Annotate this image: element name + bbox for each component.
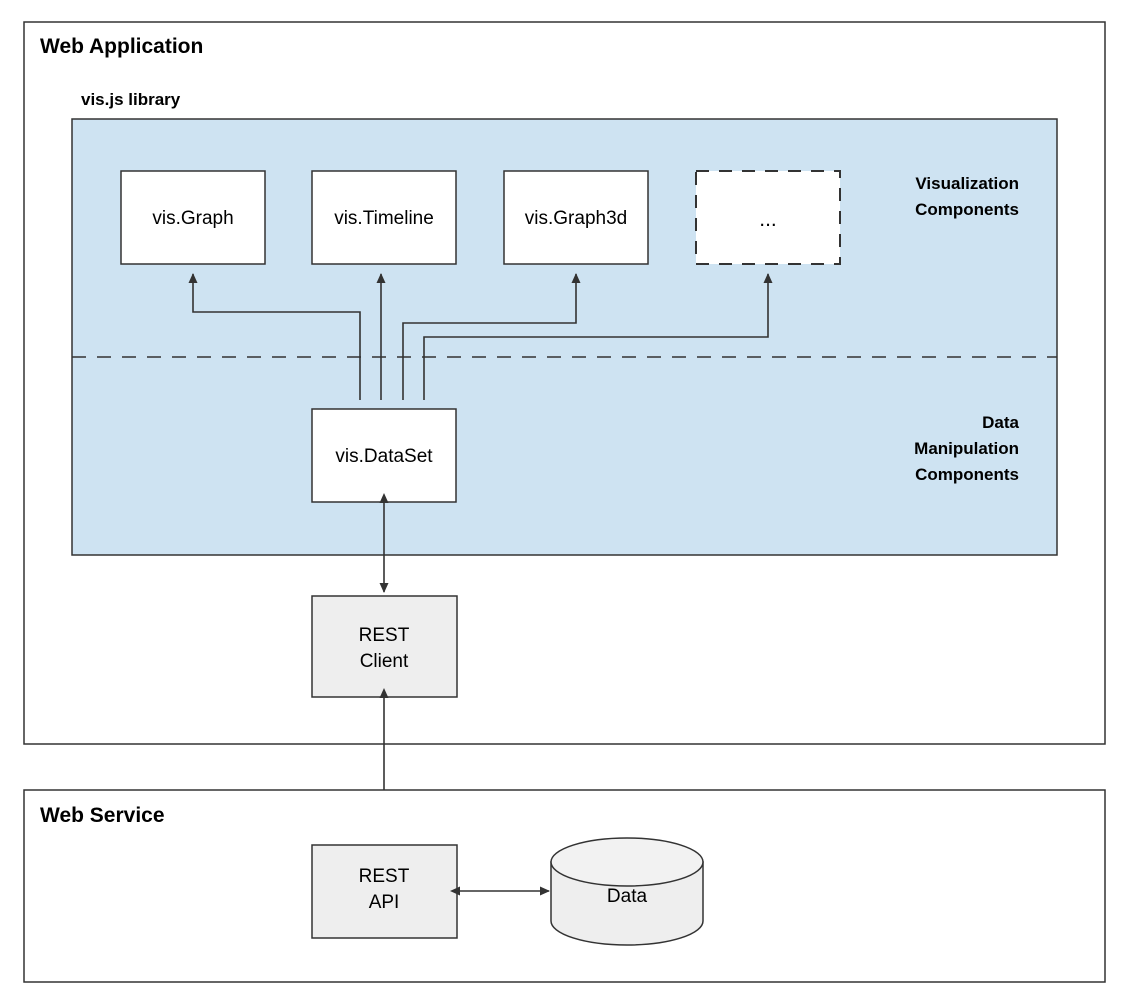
component-vis-graph3d[interactable]: vis.Graph3d xyxy=(503,170,649,265)
component-vis-dataset[interactable]: vis.DataSet xyxy=(311,408,457,503)
component-rest-client-label-line1: REST xyxy=(359,625,410,646)
component-data-store[interactable]: Data xyxy=(550,837,704,946)
component-vis-timeline[interactable]: vis.Timeline xyxy=(311,170,457,265)
component-vis-graph3d-box[interactable] xyxy=(503,170,649,265)
data-manipulation-label-line3: Components xyxy=(915,465,1019,484)
web-application-title: Web Application xyxy=(40,35,203,58)
web-service-title: Web Service xyxy=(40,804,165,827)
component-rest-api-label-line1: REST xyxy=(359,866,410,887)
component-rest-client[interactable]: REST Client xyxy=(311,595,458,698)
data-manipulation-label-line2: Manipulation xyxy=(914,439,1019,458)
component-more-components-box[interactable] xyxy=(695,170,841,265)
connector-dataset-to-more-components xyxy=(423,273,773,400)
component-vis-graph-label: vis.Graph xyxy=(152,208,233,229)
visualization-components-label-line1: Visualization xyxy=(915,174,1019,193)
component-vis-timeline-box[interactable] xyxy=(311,170,457,265)
component-more-components-label: ... xyxy=(759,208,777,231)
connector-dataset-to-vis-graph xyxy=(188,273,361,400)
component-rest-api-label-line2: API xyxy=(369,892,400,913)
visualization-components-label-line2: Components xyxy=(915,200,1019,219)
component-vis-graph3d-label: vis.Graph3d xyxy=(525,208,627,229)
data-store-top xyxy=(550,837,704,887)
component-rest-client-box[interactable] xyxy=(311,595,458,698)
vis-js-library-title: vis.js library xyxy=(81,90,181,109)
data-store-label: Data xyxy=(607,886,648,907)
component-vis-graph[interactable]: vis.Graph xyxy=(120,170,266,265)
component-more-components[interactable]: ... xyxy=(695,170,841,265)
component-vis-graph-box[interactable] xyxy=(120,170,266,265)
component-vis-dataset-box[interactable] xyxy=(311,408,457,503)
component-rest-api[interactable]: REST API xyxy=(311,844,458,939)
component-vis-timeline-label: vis.Timeline xyxy=(334,208,434,229)
data-manipulation-label-line1: Data xyxy=(982,413,1019,432)
component-rest-client-label-line2: Client xyxy=(360,651,409,672)
component-vis-dataset-label: vis.DataSet xyxy=(335,446,433,467)
connector-dataset-to-vis-graph3d xyxy=(402,273,581,400)
